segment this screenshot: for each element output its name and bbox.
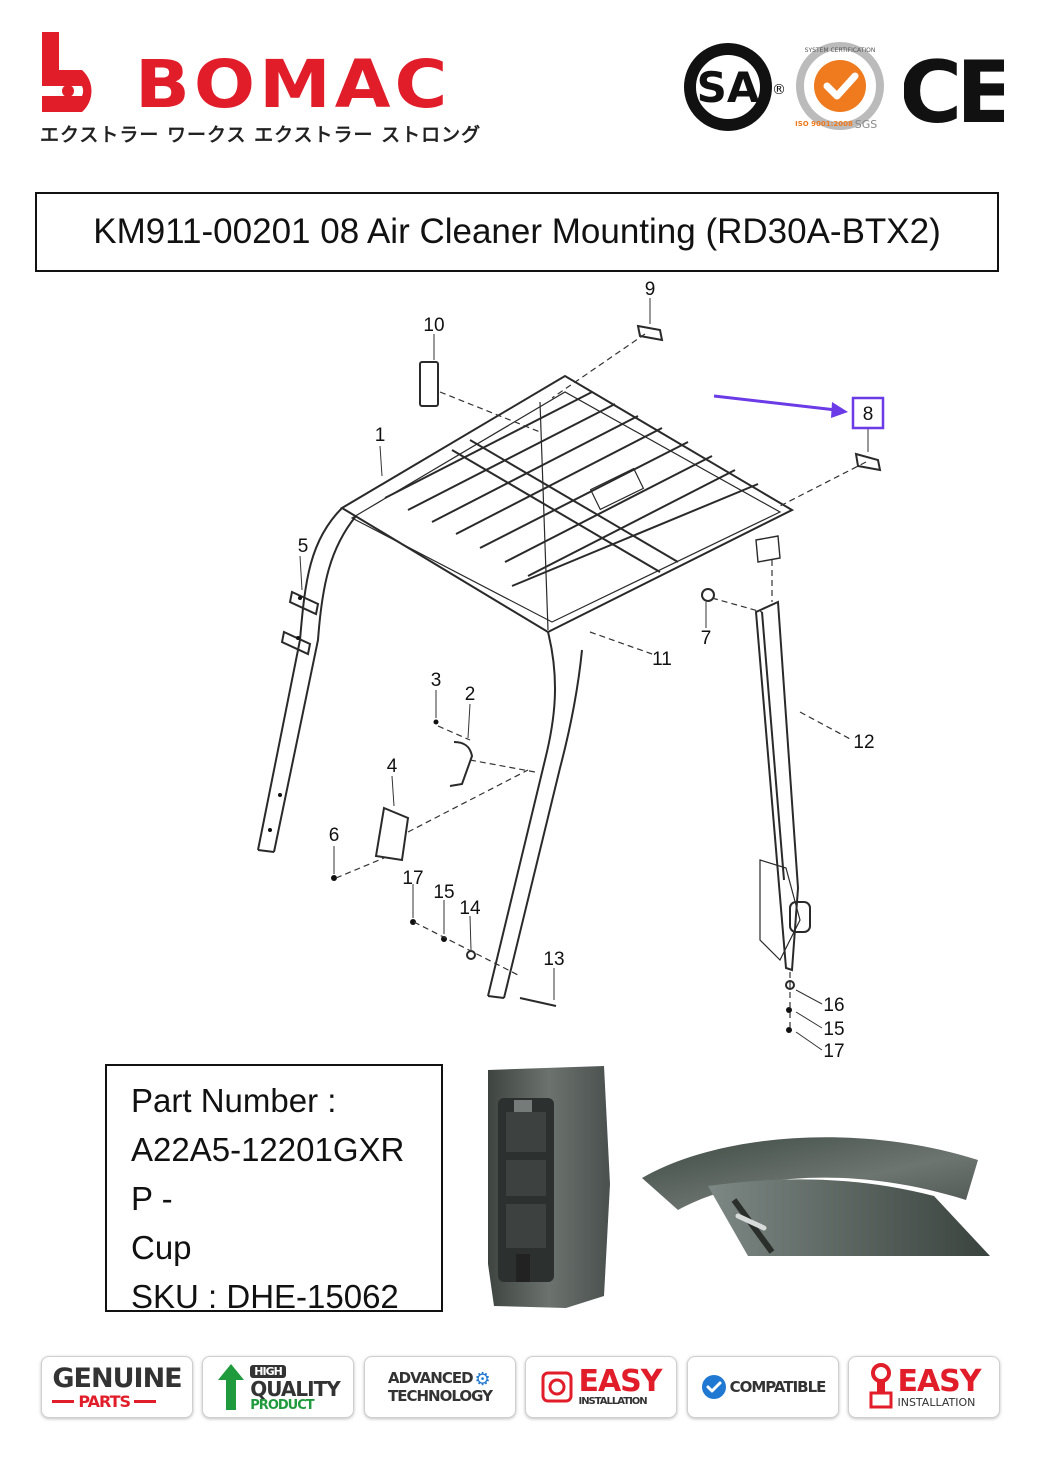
badge-genuine-line2-row: PARTS <box>52 1391 181 1411</box>
brand-tagline: エクストラー ワークス エクストラー ストロング <box>40 124 482 146</box>
badge-quality-line1: HIGH <box>250 1364 286 1378</box>
brand-name: BOMAC <box>135 45 452 123</box>
wrench-hand-icon <box>869 1363 893 1409</box>
title-box: KM911-00201 08 Air Cleaner Mounting (RD3… <box>35 192 999 272</box>
callout-13: 13 <box>543 949 564 970</box>
badge-high-quality: HIGH QUALITY PRODUCT <box>202 1356 354 1418</box>
callout-8: 8 <box>863 404 874 425</box>
csa-certification-logo: SA ® <box>684 43 784 131</box>
part-prefix: P - <box>131 1180 173 1217</box>
up-arrow-icon <box>218 1364 245 1410</box>
iso-certification-logo: SYSTEM CERTIFICATION ISO 9001:2008 SGS <box>795 42 884 131</box>
callout-3: 3 <box>431 670 442 691</box>
iso-ring-top: SYSTEM CERTIFICATION <box>805 47 876 54</box>
badge-genuine-line2: PARTS <box>78 1391 131 1411</box>
badge-easy2-line2: INSTALLATION <box>897 1395 976 1409</box>
callout-5: 5 <box>298 536 309 557</box>
badge-easy2-line1: EASY <box>897 1363 981 1399</box>
exploded-parts-diagram: 1 2 3 4 5 6 7 8 9 10 11 12 13 14 15 16 1… <box>257 279 885 1062</box>
diagram-title: KM911-00201 08 Air Cleaner Mounting (RD3… <box>93 212 941 251</box>
part-number-value: A22A5-12201GXR <box>131 1131 405 1168</box>
badge-compatible: COMPATIBLE <box>687 1356 839 1418</box>
callout-2: 2 <box>465 684 476 705</box>
badge-advanced-technology: ADVANCED ⚙ TECHNOLOGY <box>364 1356 516 1418</box>
sku: SKU : DHE-15062 <box>131 1278 399 1315</box>
callout-9: 9 <box>645 279 656 300</box>
callout-1: 1 <box>375 425 386 446</box>
callout-16: 16 <box>823 995 844 1016</box>
callout-15: 15 <box>433 882 454 903</box>
iso-sgs: SGS <box>855 118 878 131</box>
csa-logo-text: SA <box>697 63 760 112</box>
wrench-icon <box>541 1371 573 1403</box>
callout-7: 7 <box>701 628 712 649</box>
callout-17b: 17 <box>823 1041 844 1062</box>
badge-compatible-label: COMPATIBLE <box>729 1378 827 1396</box>
badge-tech-line2: TECHNOLOGY <box>388 1386 493 1405</box>
badge-easy-line2: INSTALLATION <box>578 1396 647 1407</box>
product-photo-side <box>488 1066 610 1308</box>
badge-quality-line3: PRODUCT <box>250 1397 314 1413</box>
check-circle-icon <box>701 1375 726 1399</box>
ce-certification-logo: CE <box>904 43 1004 135</box>
highlight-box <box>851 396 885 430</box>
svg-text:®: ® <box>772 82 784 98</box>
part-info-box: Part Number : A22A5-12201GXR P - Cup SKU… <box>105 1064 443 1315</box>
badge-easy-installation: EASY INSTALLATION <box>525 1356 677 1418</box>
badge-genuine-line1: GENUINE <box>52 1362 182 1394</box>
brand-logo <box>38 30 513 150</box>
callout-11: 11 <box>652 649 672 670</box>
ce-logo-text: CE <box>904 43 1004 135</box>
badge-easy-installation-2: EASY INSTALLATION <box>848 1356 1000 1418</box>
callout-14: 14 <box>459 898 481 919</box>
product-photo-cup <box>642 1137 990 1256</box>
badge-quality-line2: QUALITY <box>250 1376 340 1401</box>
gear-icon: ⚙ <box>474 1368 491 1389</box>
callout-4: 4 <box>387 756 398 777</box>
highlight-arrow <box>713 394 848 418</box>
callout-15b: 15 <box>823 1019 844 1040</box>
badge-genuine-parts: GENUINE PARTS <box>41 1356 193 1418</box>
iso-ring-bottom: ISO 9001:2008 <box>795 120 853 128</box>
callout-10: 10 <box>423 315 444 336</box>
callout-6: 6 <box>329 825 340 846</box>
badge-easy-line1: EASY <box>578 1364 662 1399</box>
brand-mark-icon <box>42 32 92 112</box>
badge-tech-line1: ADVANCED <box>388 1369 474 1388</box>
callout-12: 12 <box>853 732 874 753</box>
callout-17: 17 <box>402 868 423 889</box>
part-number-label: Part Number : <box>131 1082 337 1119</box>
part-name: Cup <box>131 1229 192 1266</box>
